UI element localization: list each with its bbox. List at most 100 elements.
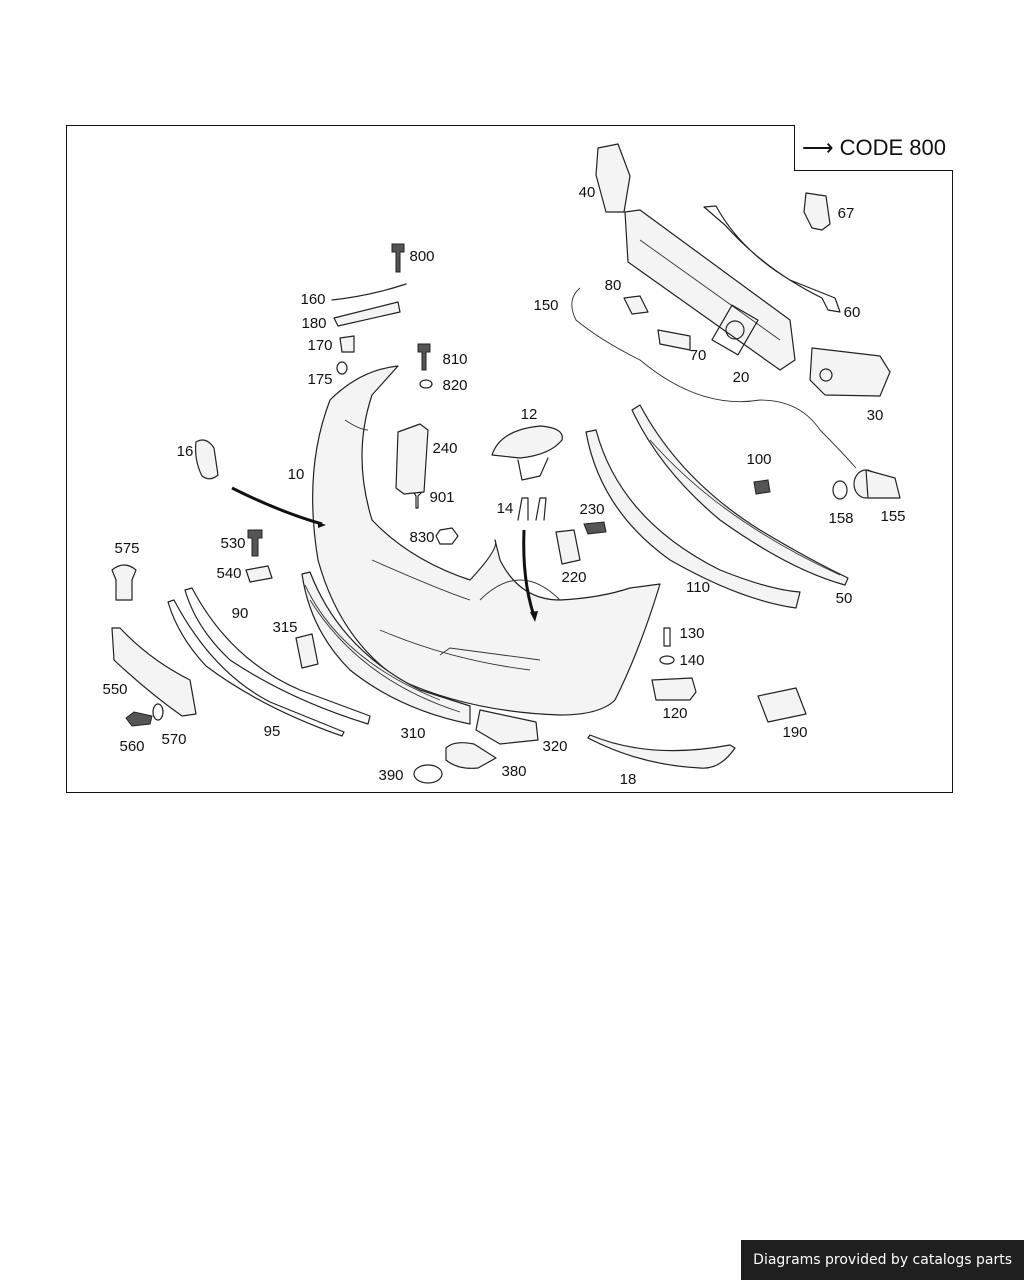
part-180-bracket[interactable] <box>333 301 401 327</box>
callout-310: 310 <box>400 725 425 742</box>
part-150-wiring-harness[interactable] <box>571 287 857 469</box>
part-220-bracket[interactable] <box>555 529 581 565</box>
callout-16: 16 <box>177 443 194 460</box>
part-40-side-bracket[interactable] <box>595 143 631 213</box>
part-18-trim-strip[interactable] <box>587 734 736 769</box>
part-575-push-clip[interactable] <box>111 564 137 601</box>
part-158-sensor-ring[interactable] <box>832 480 848 500</box>
callout-175: 175 <box>307 371 332 388</box>
part-155-parking-sensor[interactable] <box>853 469 901 499</box>
callout-220: 220 <box>561 569 586 586</box>
part-800-bolt[interactable] <box>391 243 405 273</box>
part-315-foam[interactable] <box>295 633 319 669</box>
callout-90: 90 <box>232 605 249 622</box>
callout-150: 150 <box>533 297 558 314</box>
arrow-head-icon <box>318 522 326 528</box>
code-800-legend: ⟶ CODE 800 <box>794 125 953 171</box>
callout-70: 70 <box>690 347 707 364</box>
callout-550: 550 <box>102 681 127 698</box>
part-540-clip[interactable] <box>245 565 273 583</box>
part-380-fog-bezel[interactable] <box>445 742 497 769</box>
part-560-screw[interactable] <box>125 711 153 727</box>
callout-100: 100 <box>746 451 771 468</box>
callout-120: 120 <box>662 705 687 722</box>
callout-315: 315 <box>272 619 297 636</box>
callout-50: 50 <box>836 590 853 607</box>
callout-18: 18 <box>620 771 637 788</box>
callout-190: 190 <box>782 724 807 741</box>
part-110-spoiler[interactable] <box>585 429 801 609</box>
part-160-strip[interactable] <box>331 283 407 301</box>
callout-158: 158 <box>828 510 853 527</box>
callout-530: 530 <box>220 535 245 552</box>
arrow-16-to-10 <box>231 486 323 526</box>
callout-140: 140 <box>679 652 704 669</box>
part-130-bolt[interactable] <box>663 627 671 647</box>
callout-14: 14 <box>497 500 514 517</box>
callout-80: 80 <box>605 277 622 294</box>
callout-160: 160 <box>300 291 325 308</box>
part-60-mount-strip[interactable] <box>703 205 841 313</box>
part-530-screw[interactable] <box>247 529 263 557</box>
arrow-head-icon <box>530 611 538 622</box>
arrow-14-to-10 <box>522 529 536 617</box>
callout-95: 95 <box>264 723 281 740</box>
callout-820: 820 <box>442 377 467 394</box>
callout-560: 560 <box>119 738 144 755</box>
callout-30: 30 <box>867 407 884 424</box>
callout-10: 10 <box>288 466 305 483</box>
part-67-clip[interactable] <box>803 192 831 231</box>
part-820-washer[interactable] <box>419 379 433 389</box>
part-810-bolt[interactable] <box>417 343 431 371</box>
part-90-strip[interactable] <box>184 587 371 725</box>
part-390-ring[interactable] <box>413 764 443 784</box>
callout-20: 20 <box>733 369 750 386</box>
part-50-lower-support[interactable] <box>631 404 849 586</box>
callout-12: 12 <box>521 406 538 423</box>
part-320-fog-grille[interactable] <box>475 709 539 745</box>
credit-banner: Diagrams provided by catalogs parts <box>741 1240 1024 1280</box>
callout-810: 810 <box>442 351 467 368</box>
code-label: CODE 800 <box>839 134 946 160</box>
callout-110: 110 <box>686 579 710 596</box>
part-175-plug[interactable] <box>336 361 348 375</box>
part-16-tow-cover[interactable] <box>195 439 219 480</box>
part-70-foam-piece[interactable] <box>657 329 691 351</box>
callout-800: 800 <box>409 248 434 265</box>
part-12-washer-cover[interactable] <box>491 425 563 481</box>
part-830-nut[interactable] <box>435 527 459 545</box>
part-240-control-module[interactable] <box>395 423 429 495</box>
callout-540: 540 <box>216 565 241 582</box>
part-100-clip[interactable] <box>753 479 771 495</box>
part-20-impact-absorber[interactable] <box>624 209 796 371</box>
part-570-washer[interactable] <box>152 703 164 721</box>
part-230-clip[interactable] <box>583 521 607 535</box>
part-30-bracket[interactable] <box>809 347 891 397</box>
callout-240: 240 <box>432 440 457 457</box>
callout-390: 390 <box>378 767 403 784</box>
part-140-washer[interactable] <box>659 655 675 665</box>
callout-170: 170 <box>307 337 332 354</box>
part-550-plate-bracket[interactable] <box>111 627 197 717</box>
callout-380: 380 <box>501 763 526 780</box>
callout-40: 40 <box>579 184 596 201</box>
part-80-foam-piece[interactable] <box>623 295 649 315</box>
part-170-clip[interactable] <box>339 335 355 353</box>
callout-830: 830 <box>409 529 434 546</box>
callout-130: 130 <box>679 625 704 642</box>
callout-180: 180 <box>301 315 326 332</box>
part-95-strip[interactable] <box>167 599 345 737</box>
part-14-spring-clip[interactable] <box>517 497 547 521</box>
part-10-bumper-cover[interactable] <box>312 365 661 716</box>
callout-320: 320 <box>542 738 567 755</box>
callout-230: 230 <box>579 501 604 518</box>
callout-67: 67 <box>838 205 855 222</box>
part-120-bracket[interactable] <box>651 677 697 701</box>
right-arrow-icon: ⟶ <box>802 134 834 160</box>
callout-575: 575 <box>114 540 139 557</box>
part-190-bracket[interactable] <box>757 687 807 723</box>
part-310-lower-grille[interactable] <box>301 571 471 725</box>
callout-155: 155 <box>880 508 905 525</box>
